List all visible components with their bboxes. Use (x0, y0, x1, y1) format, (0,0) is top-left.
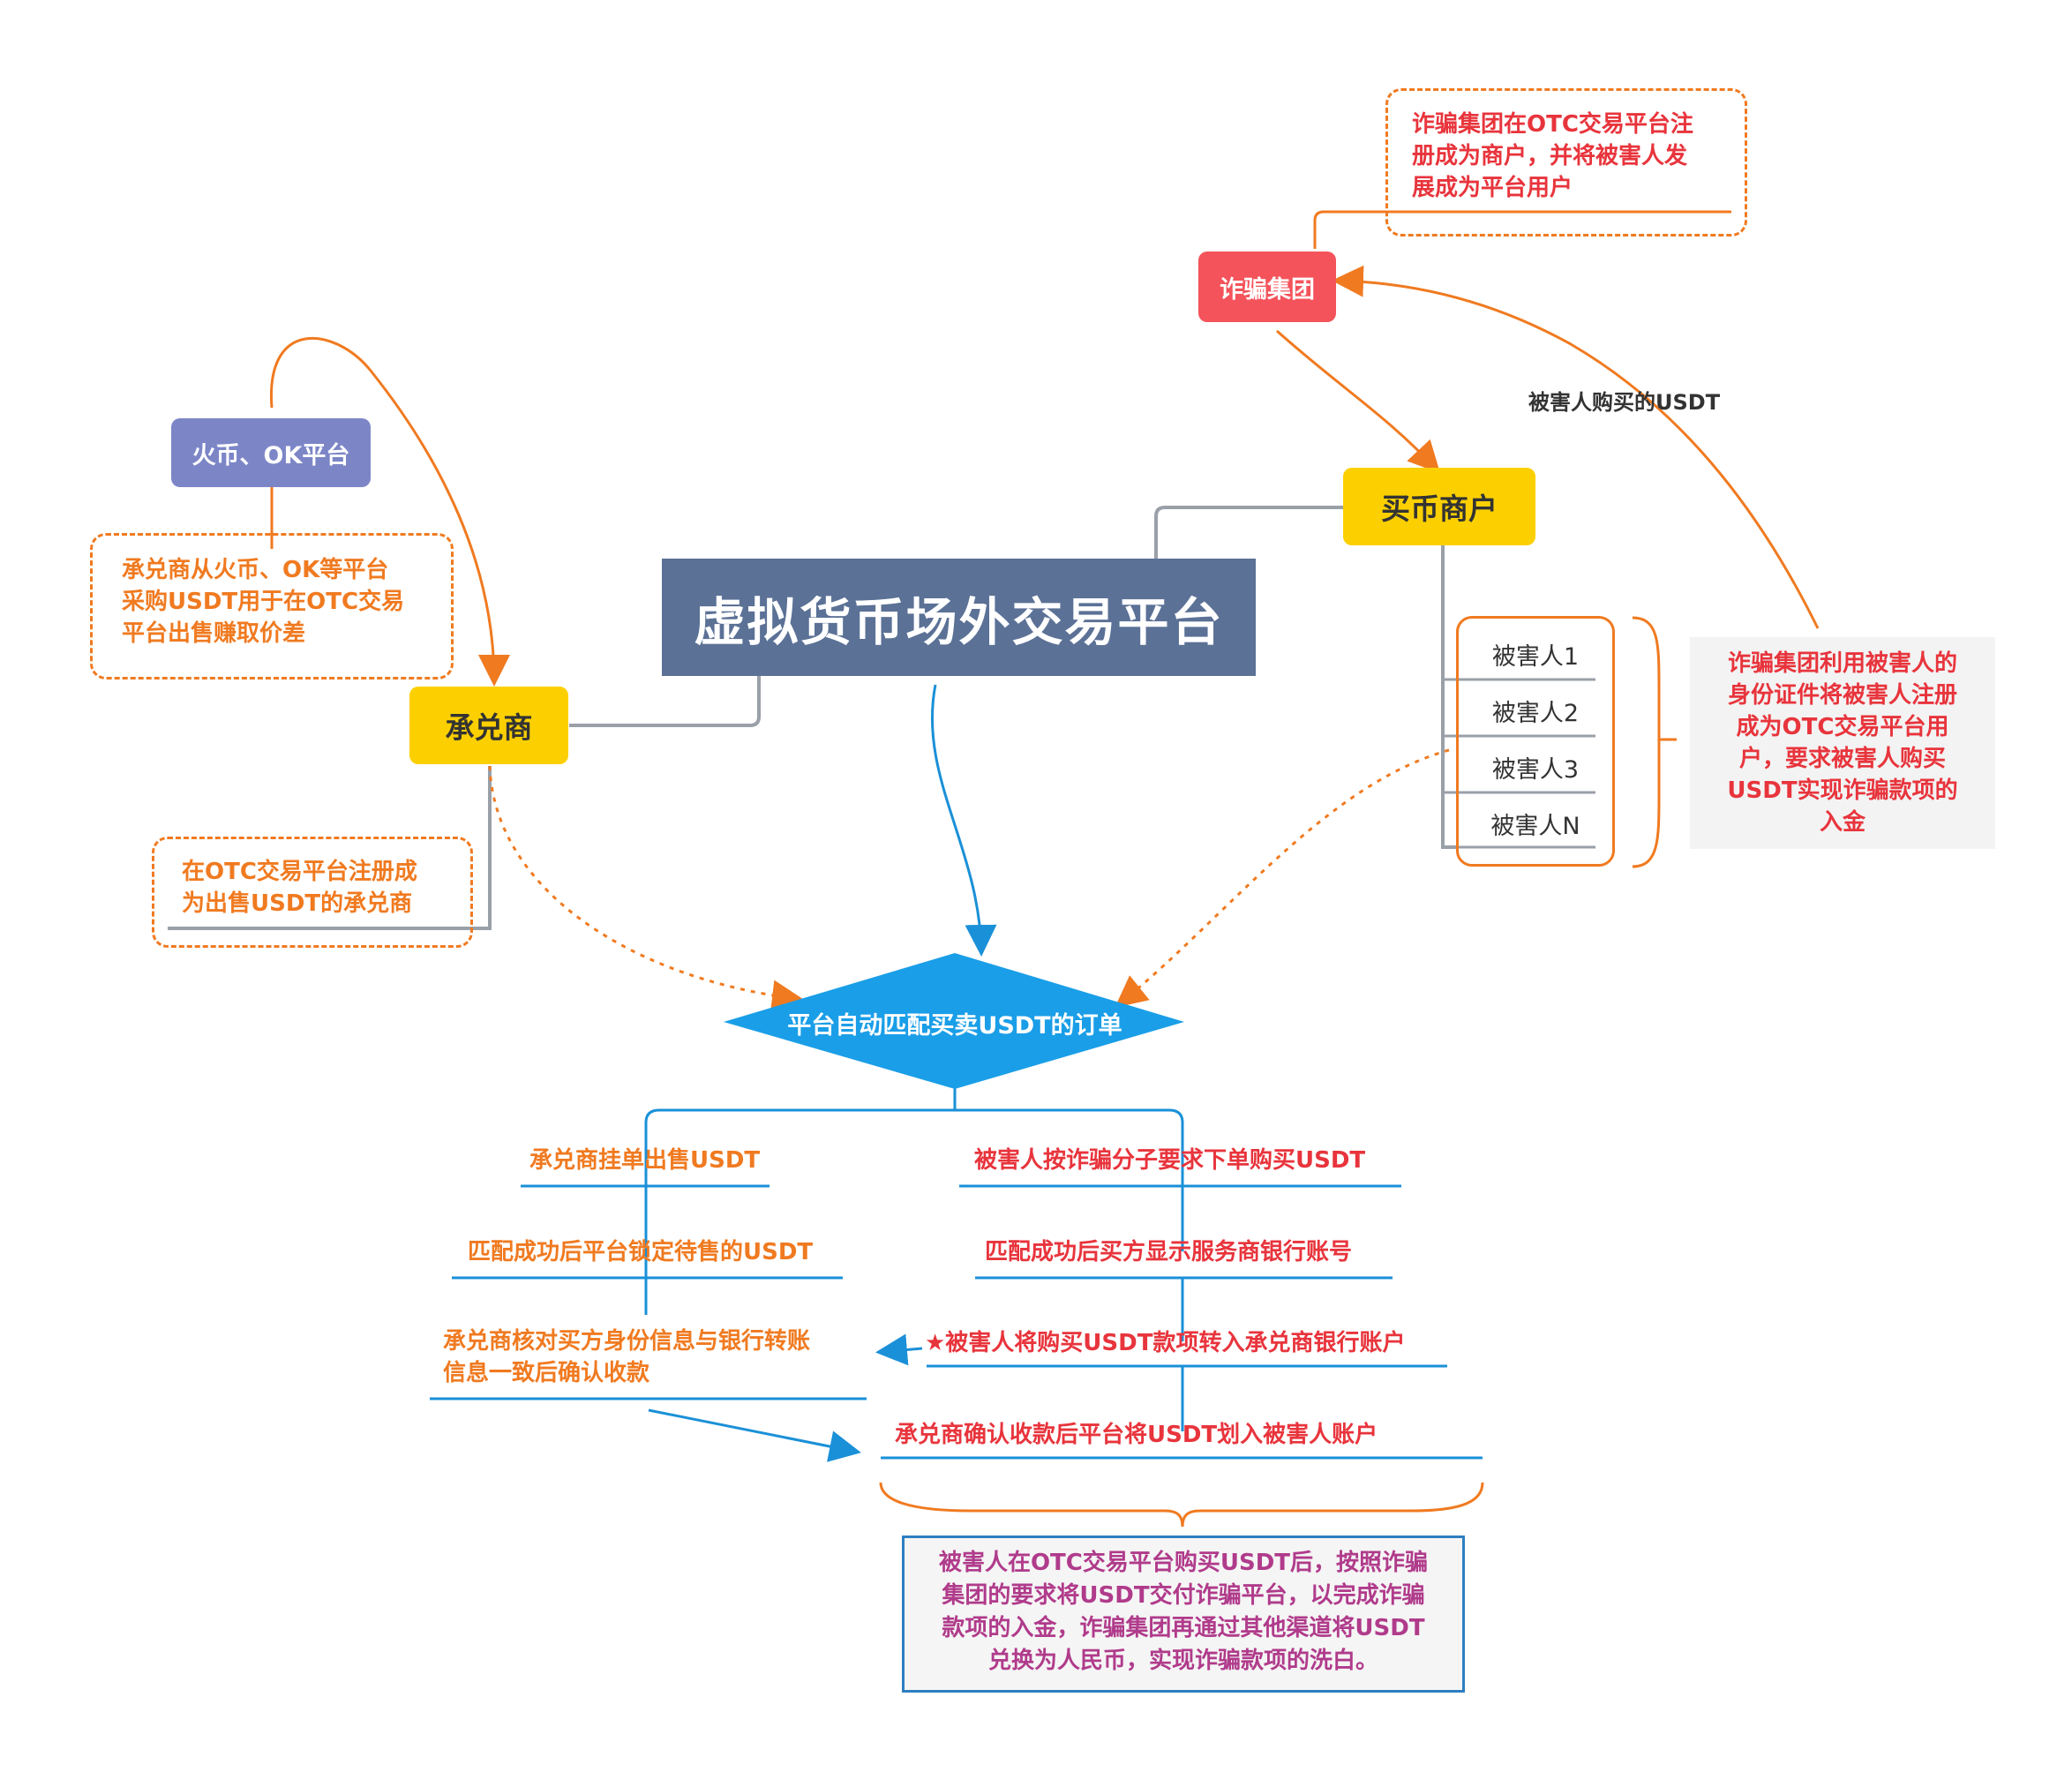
flow-line: 信息一致后确认收款 (443, 1360, 650, 1386)
right-flow-step-4[interactable]: 承兑商确认收款后平台将USDT划入被害人账户 (895, 1422, 1378, 1448)
victims-group (1456, 616, 1615, 867)
note-line: 身份证件将被害人注册 (1727, 682, 1957, 709)
right-flow-step-2[interactable]: 匹配成功后买方显示服务商银行账号 (985, 1239, 1353, 1265)
note-line: 册成为商户，并将被害人发 (1412, 143, 1688, 169)
decision-label[interactable]: 平台自动匹配买卖USDT的订单 (787, 1012, 1122, 1040)
exchange-platform-node[interactable]: 火币、OK平台 (171, 418, 371, 487)
note-line: 入金 (1819, 809, 1866, 836)
exchange-note-box (90, 533, 454, 680)
usdt-flow-label: 被害人购买的USDT (1528, 390, 1721, 415)
coin-merchant-node[interactable]: 买币商户 (1343, 468, 1535, 545)
central-topic[interactable]: 虚拟货币场外交易平台 (662, 559, 1256, 676)
note-line: 成为OTC交易平台用 (1736, 714, 1949, 740)
note-line: 诈骗集团在OTC交易平台注 (1412, 111, 1693, 138)
decision-diamond (724, 953, 1184, 1089)
victim-item-1[interactable]: 被害人1 (1491, 643, 1580, 671)
right-flow-step-1[interactable]: 被害人按诈骗分子要求下单购买USDT (974, 1147, 1366, 1174)
note-line: USDT实现诈骗款项的 (1727, 777, 1958, 804)
note-line: 为出售USDT的承兑商 (182, 890, 413, 917)
acceptor-note-box (152, 837, 473, 948)
summary-line: 兑换为人民币，实现诈骗款项的洗白。 (987, 1648, 1378, 1674)
note-line: 采购USDT用于在OTC交易 (122, 589, 405, 615)
acceptor-note: 在OTC交易平台注册成 为出售USDT的承兑商 (182, 856, 464, 920)
note-line: 承兑商从火币、OK等平台 (122, 557, 389, 583)
note-line: 户，要求被害人购买 (1738, 746, 1946, 772)
summary-line: 集团的要求将USDT交付诈骗平台，以完成诈骗 (942, 1582, 1425, 1609)
summary-box: 被害人在OTC交易平台购买USDT后，按照诈骗 集团的要求将USDT交付诈骗平台… (902, 1535, 1465, 1693)
flow-line: 承兑商核对买方身份信息与银行转账 (443, 1328, 811, 1355)
left-flow-step-2[interactable]: 匹配成功后平台锁定待售的USDT (468, 1239, 814, 1265)
fraud-group-note-box (1385, 88, 1747, 237)
victim-registration-note: 诈骗集团利用被害人的 身份证件将被害人注册 成为OTC交易平台用 户，要求被害人… (1690, 637, 1995, 849)
exchange-note: 承兑商从火币、OK等平台 采购USDT用于在OTC交易 平台出售赚取价差 (122, 554, 448, 649)
summary-line: 被害人在OTC交易平台购买USDT后，按照诈骗 (938, 1550, 1429, 1576)
note-line: 诈骗集团利用被害人的 (1727, 650, 1957, 677)
fraud-group-note: 诈骗集团在OTC交易平台注 册成为商户，并将被害人发 展成为平台用户 (1412, 109, 1738, 204)
note-line: 展成为平台用户 (1412, 175, 1573, 201)
right-flow-step-3[interactable]: ★被害人将购买USDT款项转入承兑商银行账户 (925, 1330, 1406, 1356)
summary-line: 款项的入金，诈骗集团再通过其他渠道将USDT (942, 1615, 1425, 1641)
victim-item-2[interactable]: 被害人2 (1491, 700, 1580, 727)
victim-item-n[interactable]: 被害人N (1490, 813, 1580, 840)
victim-item-3[interactable]: 被害人3 (1491, 756, 1580, 784)
acceptor-node[interactable]: 承兑商 (409, 687, 568, 764)
left-flow-step-3[interactable]: 承兑商核对买方身份信息与银行转账 信息一致后确认收款 (443, 1325, 858, 1389)
note-line: 平台出售赚取价差 (122, 620, 306, 647)
left-flow-step-1[interactable]: 承兑商挂单出售USDT (529, 1147, 761, 1174)
note-line: 在OTC交易平台注册成 (182, 859, 417, 885)
fraud-group-node[interactable]: 诈骗集团 (1198, 252, 1336, 322)
